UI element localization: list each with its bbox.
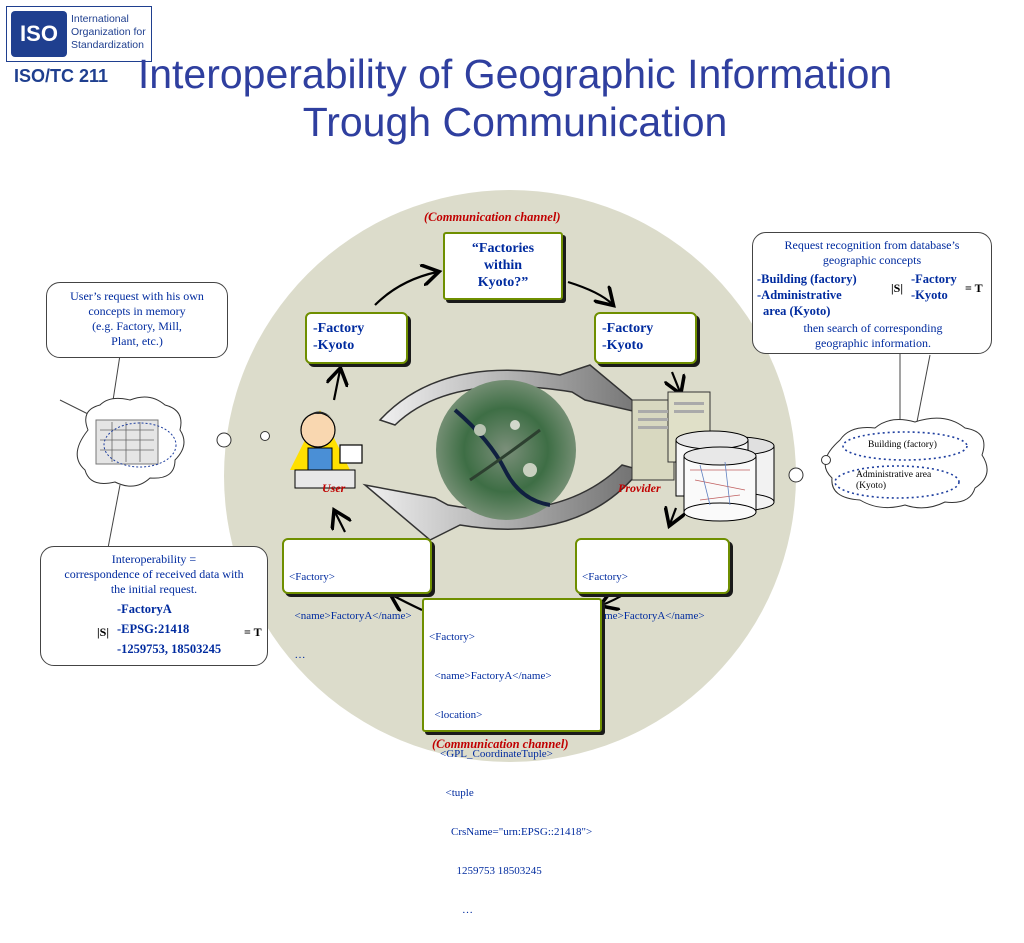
callout-request-recognition: Request recognition from database’s geog… [752,232,992,354]
equals-true-right: = T [965,281,983,295]
xml-left-line: … [289,649,306,661]
iso-logo: ISO International Organization for Stand… [6,6,152,62]
result-epsg: -EPSG:21418 [117,622,190,636]
user-head [300,412,336,448]
provider-concept-kyoto: -Kyoto [602,338,644,353]
callout-recognition-text-top: Request recognition from database’s geog… [784,238,960,267]
page-title: Interoperability of Geographic Informati… [137,51,893,145]
arrow-provider-to-xml [670,508,676,524]
callout-user-request: User’s request with his own concepts in … [46,282,228,358]
query-text: “Factories within Kyoto?” [471,241,535,290]
concept-area-kyoto: area (Kyoto) [763,304,831,318]
equals-true: = T [244,625,262,639]
user-concept-kyoto: -Kyoto [313,338,355,353]
cloud-administrative-area: Administrative area (Kyoto) [856,470,932,491]
concept-administrative: -Administrative [757,288,842,302]
callout-interoperability-text: Interoperability = correspondence of rec… [64,552,244,596]
xml-right-line: … [582,649,728,662]
xml-center-line: <location> [429,709,483,721]
query-box: “Factories within Kyoto?” [443,232,563,300]
xml-box-center: <Factory> <name>FactoryA</name> <locatio… [422,598,602,916]
building-photo-left [95,419,159,465]
xml-center-line: … [429,904,473,916]
callout-interoperability: Interoperability = correspondence of rec… [40,546,268,666]
cloud-building-factory: Building (factory) [868,440,937,450]
committee-label: ISO/TC 211 [14,66,109,86]
xml-center-line: <tuple [429,787,474,799]
xml-center-line: <GPL_CoordinateTuple> [429,748,553,760]
xml-center-line: CrsName="urn:EPSG::21418"> [429,826,593,838]
arrow-query-to-right [567,280,612,304]
arrow-user-to-left [334,370,340,401]
provider-label: Provider [618,481,661,495]
callout-user-request-text: User’s request with his own concepts in … [70,289,204,348]
match-kyoto: -Kyoto [911,288,948,302]
xml-center-line: 1259753 18503245 [429,865,542,877]
result-coordinates: -1259753, 18503245 [117,642,222,656]
big-arrow-bottom [362,464,642,541]
right-thought-cloud [824,417,988,509]
match-factory: -Factory [911,272,957,286]
user-label: User [322,481,346,495]
arrow-left-to-query [374,272,437,306]
arrow-xml-to-user [335,512,345,533]
provider-concept-factory: -Factory [602,321,654,336]
xml-right-line: <Factory> [582,571,629,583]
user-concept-box: -Factory -Kyoto [305,312,408,364]
result-factory: -FactoryA [117,602,172,616]
xml-box-left: <Factory> <name>FactoryA</name> … [282,538,432,661]
iso-logo-org: International Organization for Standardi… [71,13,146,51]
satellite-map [436,380,576,520]
arrow-right-to-provider [672,371,680,392]
xml-center-line: <name>FactoryA</name> [429,670,552,682]
user-concept-factory: -Factory [313,321,365,336]
xml-left-line: <Factory> [289,571,336,583]
semantic-operator-right: |S| [891,281,903,295]
xml-center-line: <Factory> [429,631,476,643]
xml-box-right: <Factory> <name>FactoryA</name> … [575,538,730,661]
iso-logo-mark: ISO [11,11,67,57]
arrow-center-to-xml [392,595,423,610]
channel-label-bottom: (Communication channel) [432,737,569,751]
channel-label-top: (Communication channel) [424,210,561,224]
callout-recognition-text-bottom: then search of corresponding geographic … [803,321,943,350]
concept-building-factory: -Building (factory) [757,272,857,286]
provider-concept-box: -Factory -Kyoto [594,312,697,364]
xml-left-line: <name>FactoryA</name> [289,610,412,622]
xml-right-line: <name>FactoryA</name> [582,610,705,622]
semantic-operator: |S| [97,625,109,639]
